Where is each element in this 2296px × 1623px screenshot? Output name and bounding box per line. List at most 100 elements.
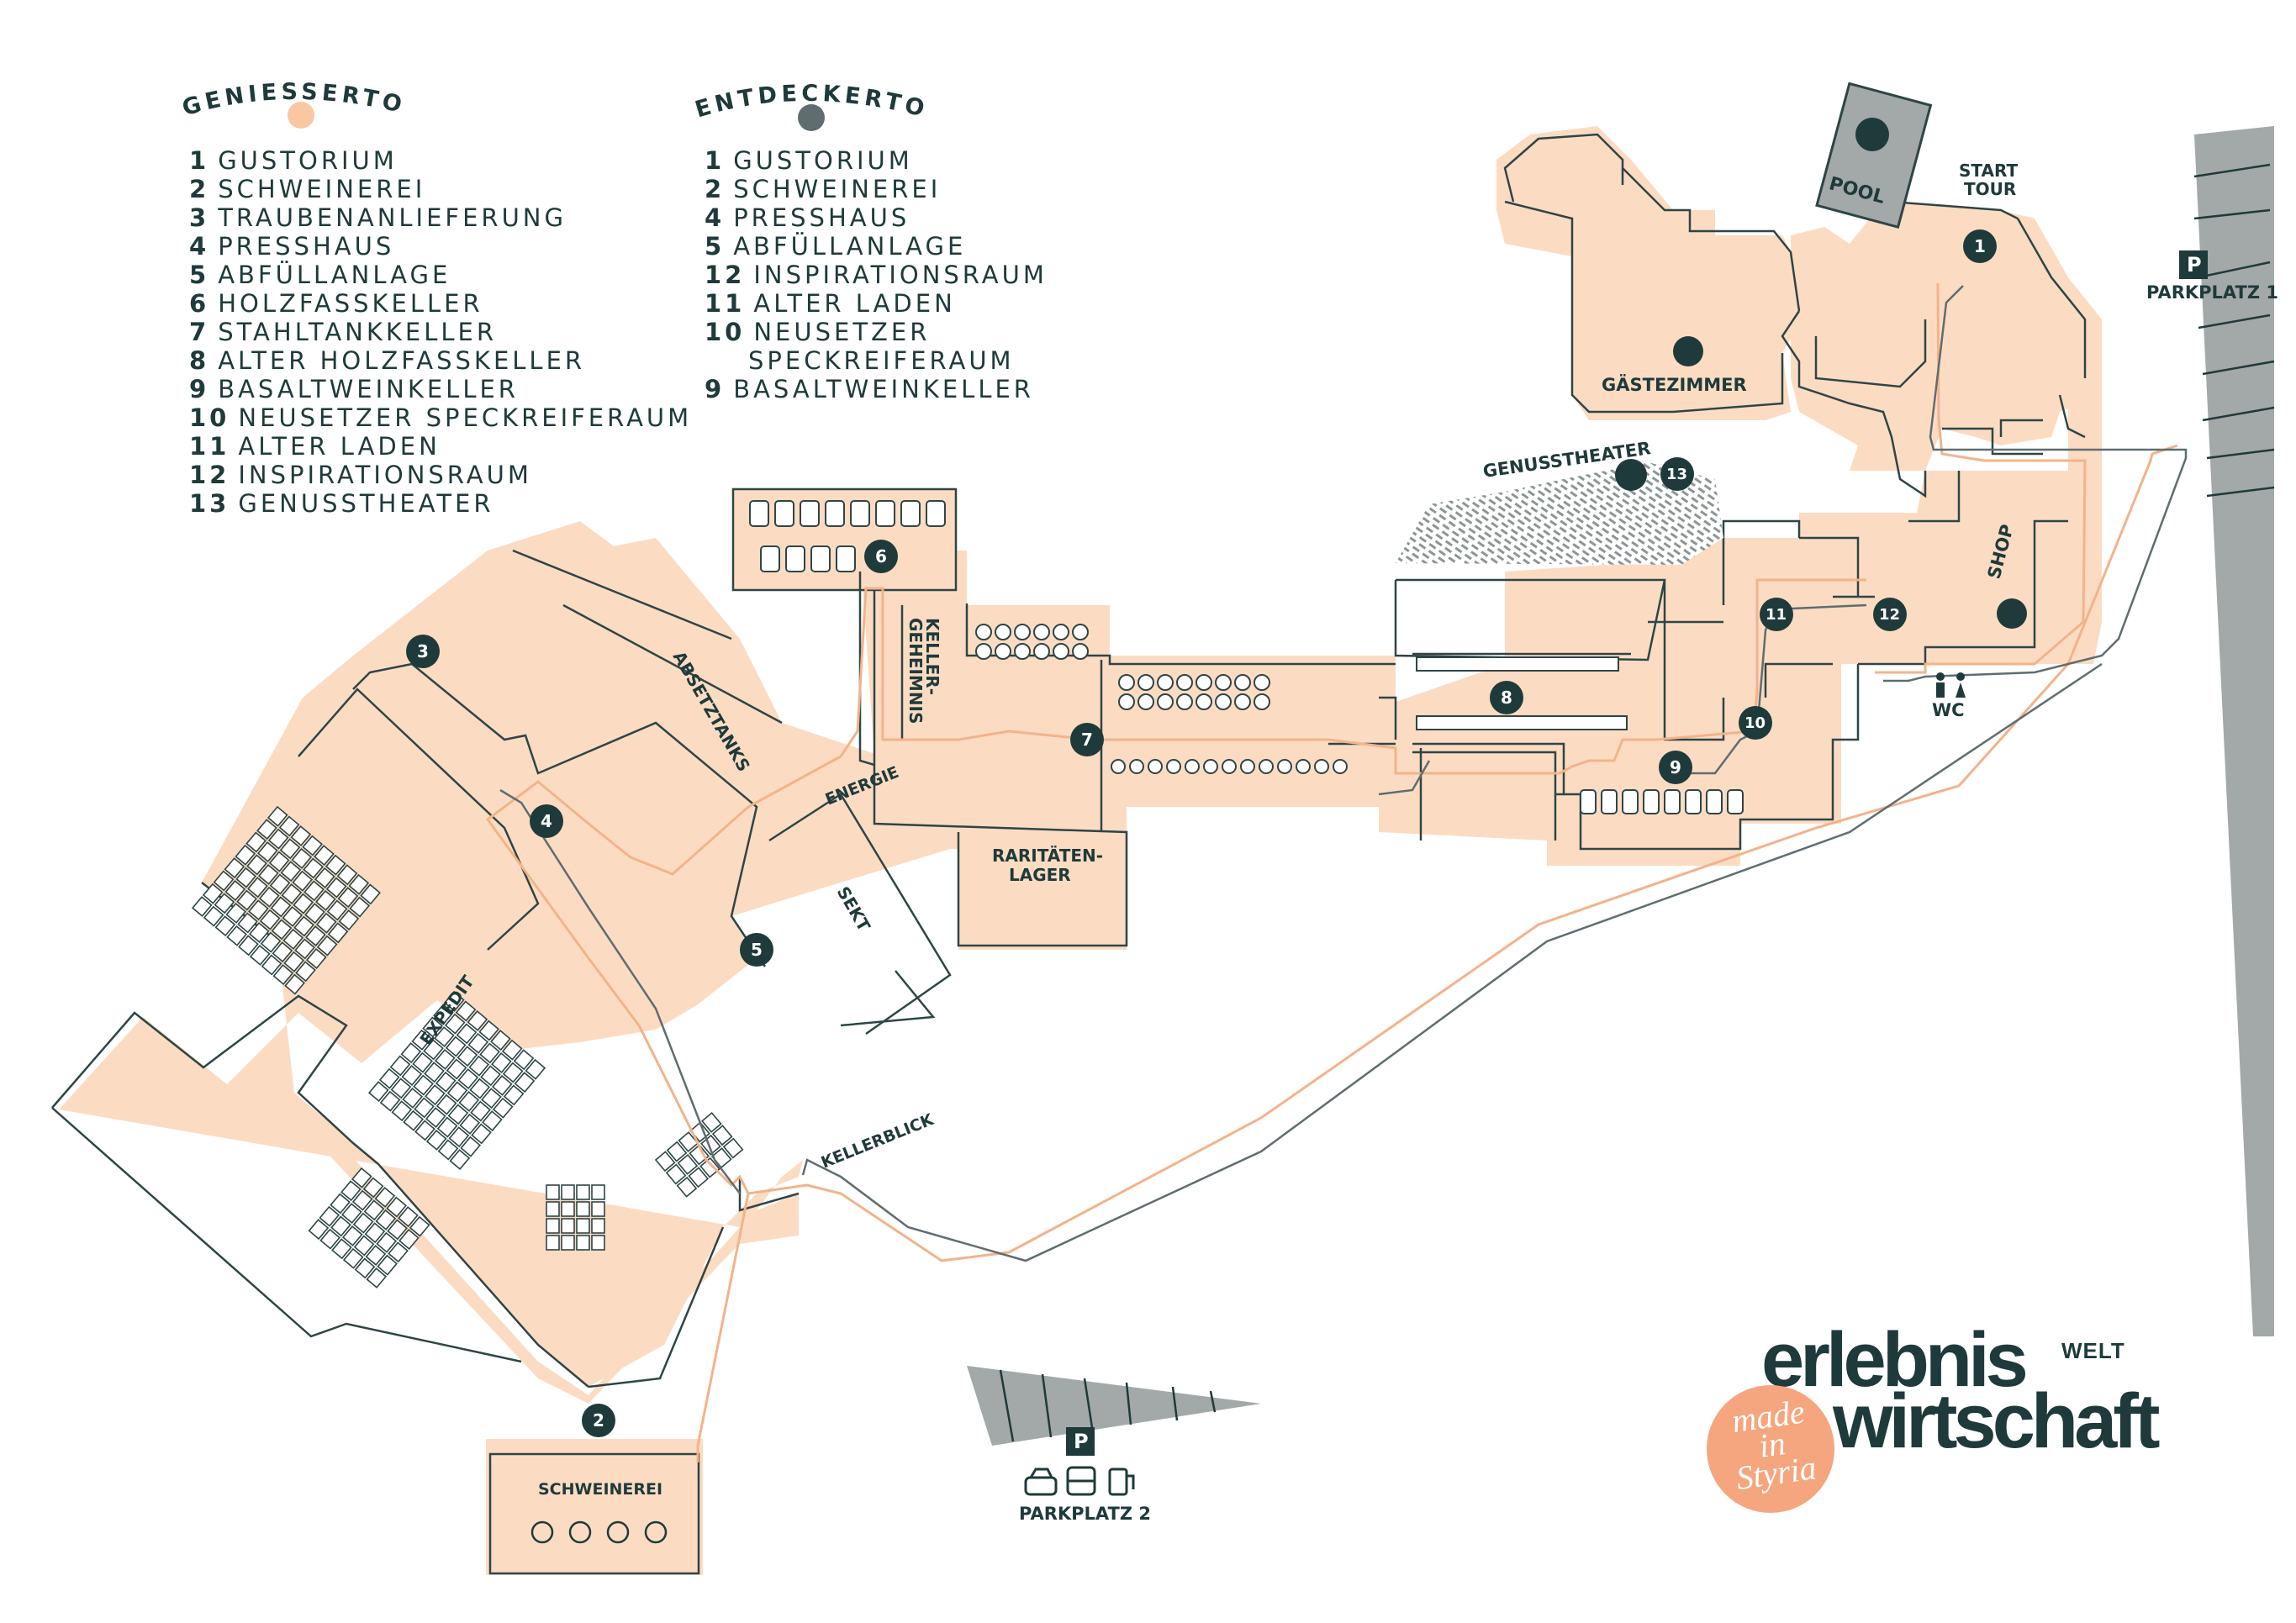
- pallet: [445, 1035, 467, 1057]
- pallet: [314, 845, 335, 867]
- pallet: [304, 903, 325, 925]
- pallet: [459, 1113, 481, 1135]
- barrel-rows: [749, 500, 1744, 814]
- legend-item: 3 TRAUBENANLIEFERUNG: [189, 203, 692, 232]
- pallet: [354, 1257, 376, 1279]
- svg-text:4: 4: [541, 811, 552, 831]
- pallet: [378, 1067, 400, 1089]
- pallet: [469, 1078, 490, 1099]
- marker-8[interactable]: 8: [1490, 681, 1523, 714]
- pallet: [546, 1218, 560, 1234]
- pallet: [501, 1039, 523, 1061]
- legend-item-label: SCHWEINEREI: [733, 175, 942, 203]
- legend-item-number: 3: [189, 203, 210, 232]
- pallet: [386, 1196, 407, 1218]
- legend-item-label: BASALTWEINKELLER: [218, 375, 519, 403]
- geniesser-title: GENIESSERTOUR: [0, 0, 409, 122]
- pallet: [399, 1229, 420, 1250]
- ev-charging-icon: [1108, 1468, 1135, 1496]
- marker-10[interactable]: 10: [1739, 706, 1772, 740]
- svg-text:1: 1: [1974, 236, 1986, 256]
- pallet: [290, 825, 312, 846]
- parkplatz-2-area: [967, 1366, 1261, 1446]
- brand-line-2: wirtschaft: [1833, 1378, 2161, 1464]
- pallet: [214, 893, 235, 914]
- pallet: [279, 838, 301, 860]
- pallet: [236, 889, 257, 911]
- pallet: [238, 935, 259, 956]
- pallet: [447, 1104, 469, 1125]
- pallet: [319, 1228, 340, 1250]
- pallet: [302, 835, 323, 856]
- stahltank-circles-2: [1118, 674, 1270, 710]
- parkplatz-2-sign-letter: P: [1074, 1430, 1089, 1453]
- marker-12[interactable]: 12: [1873, 598, 1907, 631]
- pallet: [278, 815, 300, 837]
- pallet: [444, 1013, 466, 1035]
- holzfass-top-row: [749, 500, 946, 527]
- marker-3[interactable]: 3: [406, 635, 440, 668]
- pallet: [202, 883, 224, 904]
- pallet: [561, 1218, 575, 1234]
- bed-icon: [1673, 336, 1703, 366]
- pallet: [272, 941, 293, 963]
- pallet: [348, 873, 370, 895]
- pallet: [576, 1184, 590, 1200]
- pallet: [293, 893, 314, 914]
- pallet: [363, 1199, 385, 1221]
- pallet: [314, 889, 336, 911]
- pallet: [666, 1141, 688, 1162]
- marker-6[interactable]: 6: [864, 540, 898, 573]
- pallet: [292, 870, 314, 892]
- pallet: [434, 1048, 456, 1070]
- legend-item-label: TRAUBENANLIEFERUNG: [218, 203, 567, 232]
- pallet: [387, 1219, 408, 1241]
- marker-1[interactable]: 1: [1963, 229, 1997, 263]
- pallet: [280, 861, 302, 883]
- pallet: [214, 915, 236, 937]
- pallet: [388, 1241, 409, 1263]
- pool: [1815, 82, 1933, 229]
- pallet: [267, 805, 288, 827]
- marker-2[interactable]: 2: [582, 1404, 615, 1437]
- pallet: [256, 819, 277, 840]
- marker-5[interactable]: 5: [740, 933, 773, 967]
- legend-item-label: ALTER HOLZFASSKELLER: [218, 346, 586, 375]
- pallet: [352, 1212, 374, 1234]
- marker-9[interactable]: 9: [1659, 751, 1692, 784]
- bus-icon: [1066, 1466, 1096, 1496]
- pallet: [246, 854, 267, 876]
- parkplatz-1-area: [2194, 126, 2274, 1336]
- pallet: [293, 915, 314, 937]
- pallet: [665, 1163, 687, 1185]
- entdecker-dot: [798, 104, 825, 131]
- stahltank-circles-3: [1111, 759, 1348, 774]
- legend-item-number: 2: [705, 175, 726, 203]
- marker-11[interactable]: 11: [1760, 598, 1793, 631]
- pallet: [425, 1129, 447, 1151]
- pallet: [314, 867, 335, 888]
- pallet: [325, 854, 346, 876]
- made-in-styria-seal: [1707, 1385, 1834, 1513]
- marker-13[interactable]: 13: [1660, 457, 1694, 491]
- basalt-barrels: [1580, 789, 1744, 814]
- pallet: [365, 1245, 387, 1267]
- pallet: [303, 857, 324, 879]
- pallet: [400, 1042, 422, 1064]
- pallet: [247, 877, 268, 898]
- marker-7[interactable]: 7: [1070, 723, 1104, 756]
- pallet: [319, 1205, 340, 1227]
- svg-text:8: 8: [1501, 688, 1512, 708]
- pallet: [467, 1010, 488, 1031]
- pallet: [248, 922, 270, 943]
- entdecker-title: ENTDECKERTOUR: [0, 0, 931, 124]
- marker-4[interactable]: 4: [530, 804, 563, 838]
- pallet: [338, 909, 360, 930]
- raritaeten-label-1: RARITÄTEN-: [992, 846, 1103, 866]
